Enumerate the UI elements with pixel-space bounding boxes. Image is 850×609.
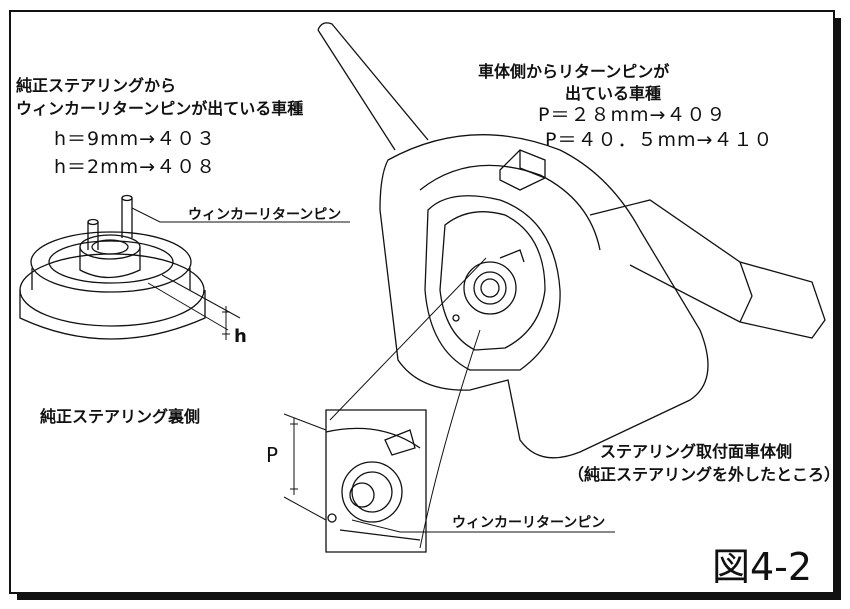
left-spec-h2: h＝2mm→４０８ [54,156,217,178]
callout-h: h [234,326,247,347]
figure-number: 図4-2 [712,545,813,589]
caption-body-side: ステアリング取付面車体側 [600,442,793,461]
right-heading-line1: 車体側からリターンピンが [478,62,670,81]
zoom-inset-drawing [284,410,615,552]
right-spec-p40: P＝４０．５mm→４１０ [545,129,774,151]
steering-hub-drawing [20,196,350,341]
callout-return-pin-top: ウィンカーリターンピン [188,207,342,223]
left-heading-line2: ウィンカーリターンピンが出ている車種 [16,99,304,118]
right-heading-line2: 出ている車種 [565,84,662,103]
right-spec-p28: P＝２８mm→４０９ [538,104,727,126]
frame-shadow-bottom [17,594,841,600]
caption-steering-back: 純正ステアリング裏側 [40,407,201,426]
caption-body-side-note: （純正ステアリングを外したところ） [568,465,841,484]
left-spec-h9: h＝9mm→４０３ [54,128,217,150]
figure-frame [9,10,835,594]
frame-shadow-right [835,18,841,600]
steering-column-drawing [318,23,825,548]
callout-p: P [266,443,279,467]
callout-return-pin-bottom: ウィンカーリターンピン [452,515,606,531]
left-heading-line1: 純正ステアリングから [16,76,177,95]
